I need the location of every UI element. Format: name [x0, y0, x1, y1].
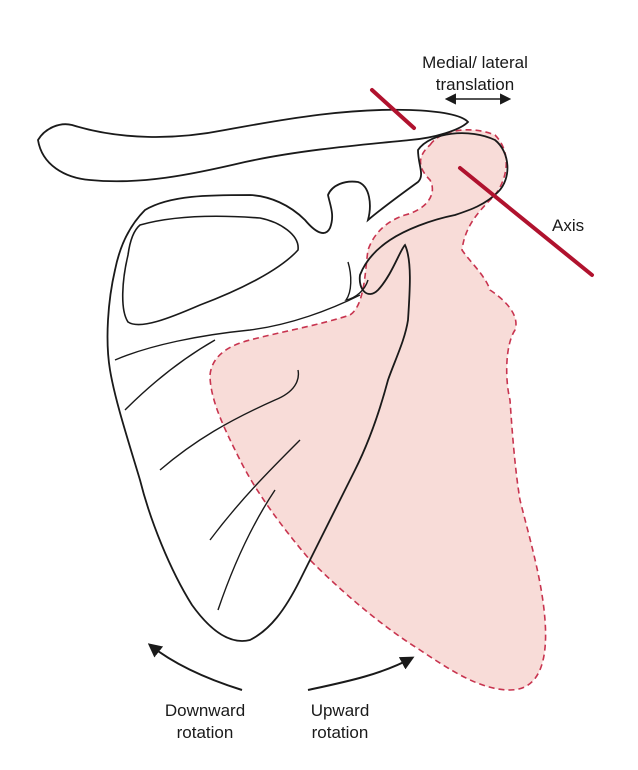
- upward-label-line2: rotation: [311, 723, 369, 742]
- scapula-ridge-1: [114, 294, 361, 361]
- rotated-scapula-shape: [209, 129, 547, 691]
- scapula-ridge-4: [209, 439, 301, 541]
- medial-label-line2: translation: [435, 75, 515, 94]
- downward-rotation-label: Downward rotation: [140, 700, 270, 744]
- scapula-ridge-3: [159, 369, 300, 471]
- clavicle-outline: [37, 108, 470, 183]
- curved-arrow-right-icon: [307, 656, 415, 691]
- upward-label-line1: Upward: [310, 701, 370, 720]
- downward-label-line1: Downward: [164, 701, 246, 720]
- axis-line: [458, 166, 594, 277]
- scapula-ridge-5: [217, 489, 276, 611]
- scapula-ridge-2: [124, 339, 216, 411]
- downward-label-line2: rotation: [176, 723, 234, 742]
- axis-label: Axis: [552, 215, 584, 237]
- fossa-inner-outline: [121, 215, 299, 326]
- translation-marker-line: [370, 88, 416, 130]
- medial-label-line1: Medial/ lateral: [422, 53, 528, 72]
- axis-label-text: Axis: [552, 216, 585, 235]
- upward-rotation-label: Upward rotation: [285, 700, 395, 744]
- scapula-body-outline: [106, 132, 509, 642]
- medial-lateral-translation-label: Medial/ lateral translation: [400, 52, 550, 96]
- curved-arrow-left-icon: [147, 643, 243, 691]
- glenoid-outline: [344, 261, 369, 302]
